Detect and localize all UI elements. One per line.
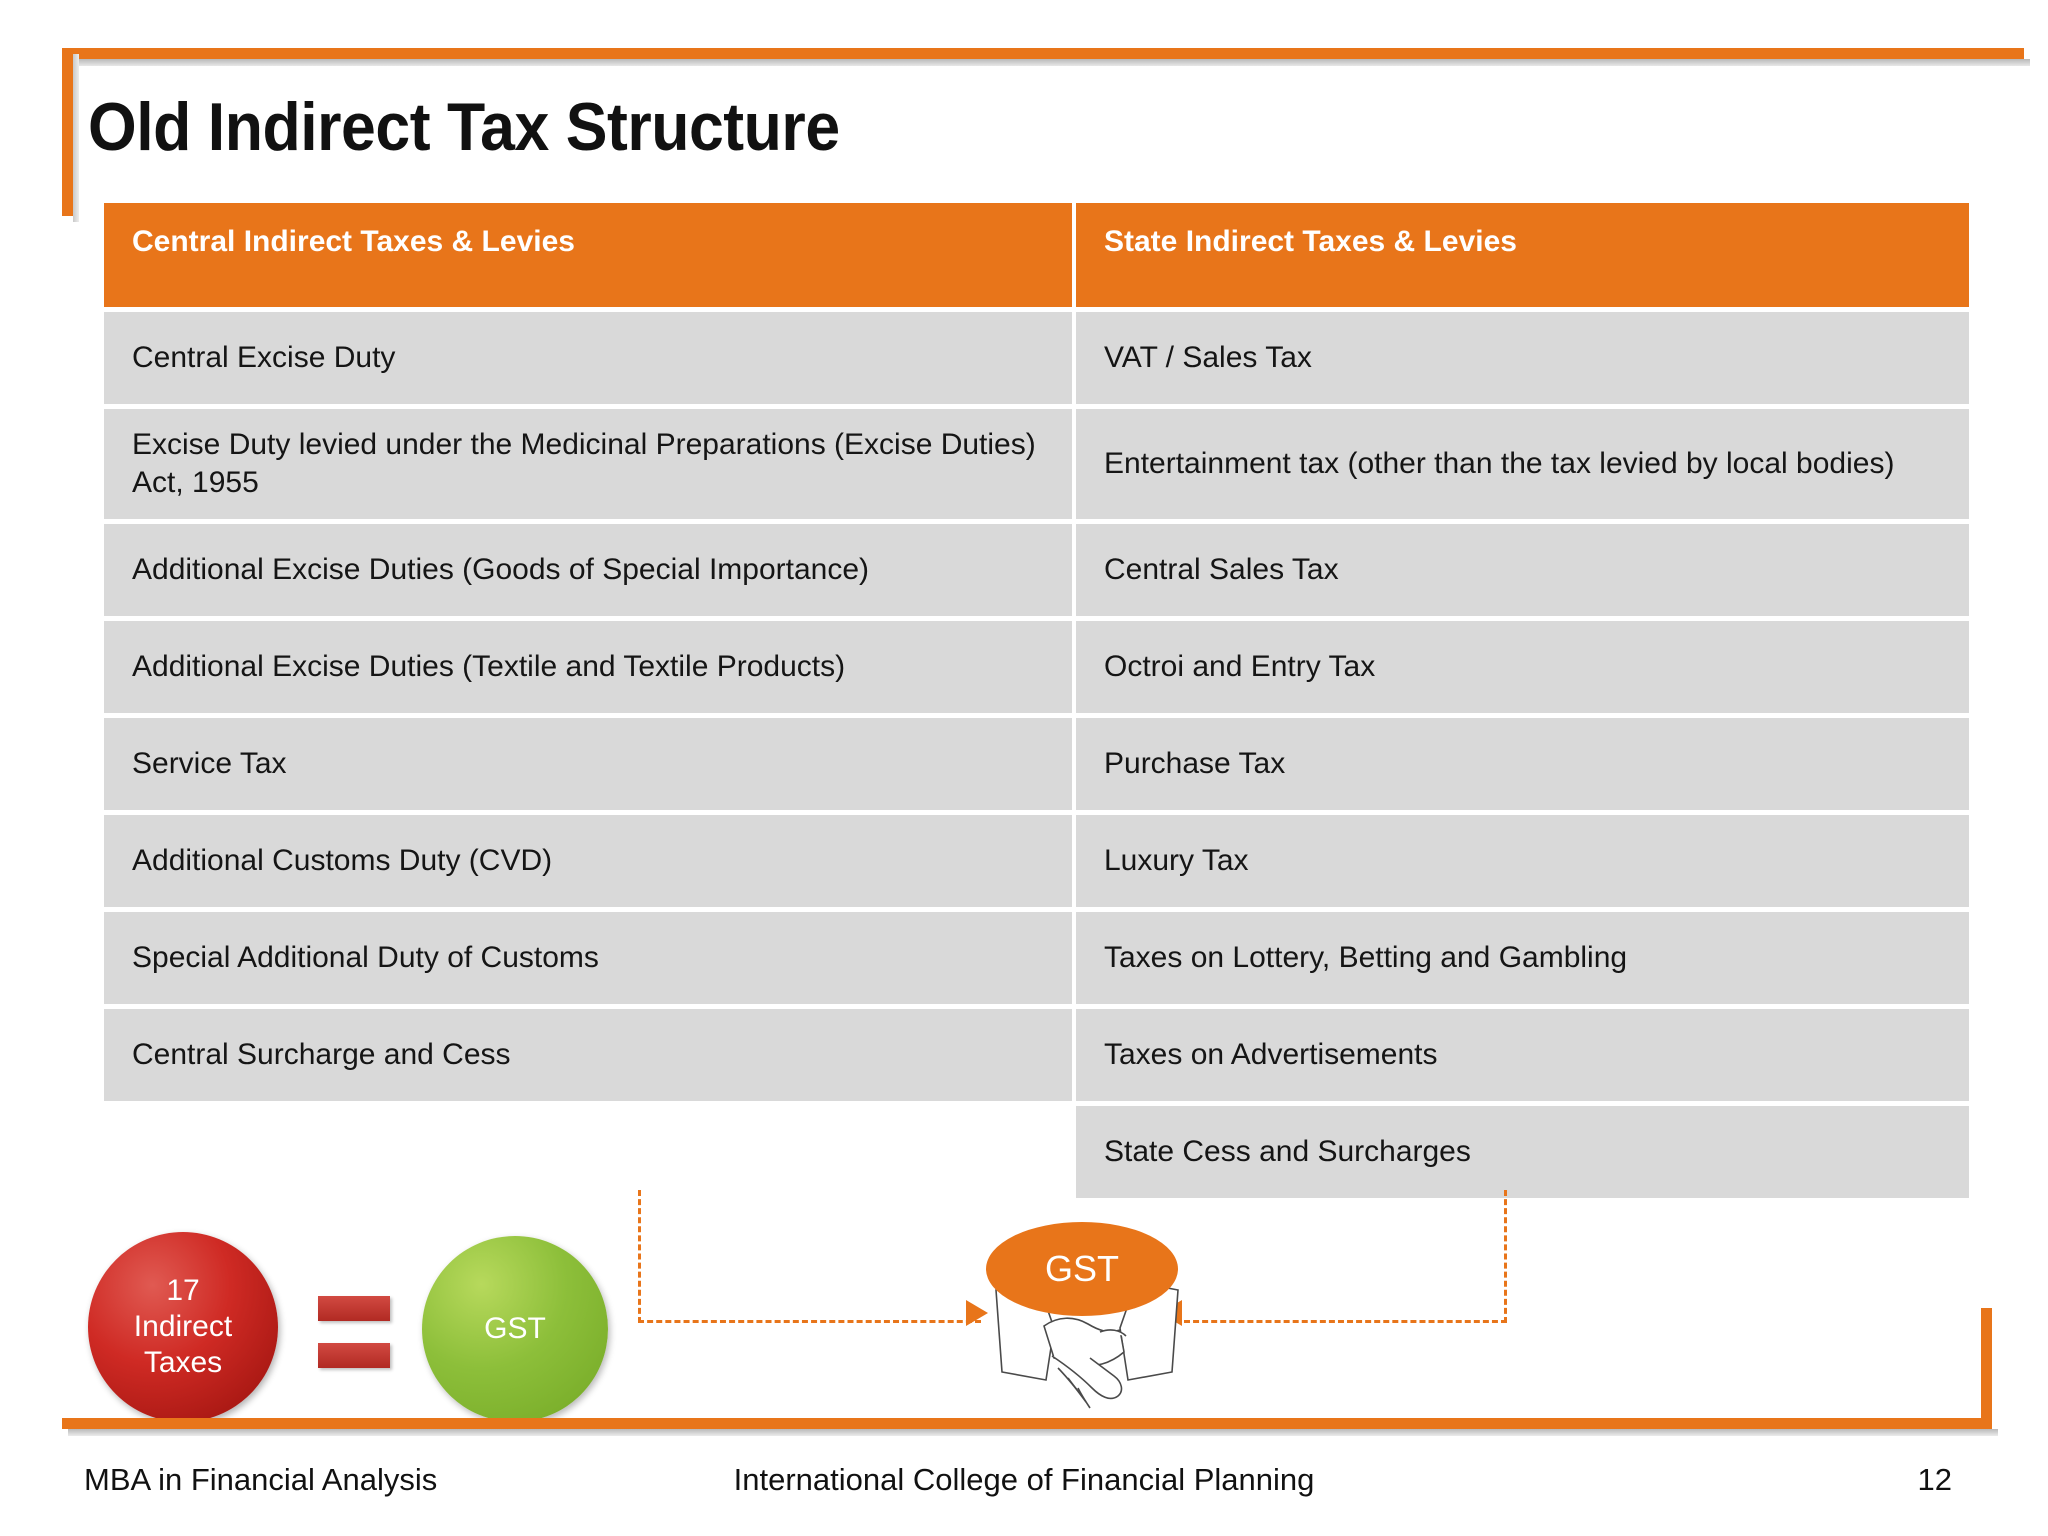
right-orange-accent: [1981, 1308, 1992, 1429]
equals-bar-bottom: [318, 1343, 390, 1368]
cell-central-6: Special Additional Duty of Customs: [104, 912, 1072, 1004]
bottom-bar-shadow: [68, 1429, 1998, 1436]
tax-comparison-table: Central Indirect Taxes & Levies State In…: [104, 203, 1969, 1203]
dashed-connector-left: [638, 1190, 981, 1323]
footer-page-number: 12: [1917, 1462, 1952, 1497]
gst-ellipse-badge: GST: [986, 1222, 1178, 1316]
table-row: Excise Duty levied under the Medicinal P…: [104, 409, 1969, 519]
column-header-central: Central Indirect Taxes & Levies: [104, 203, 1072, 307]
cell-central-1: Excise Duty levied under the Medicinal P…: [104, 409, 1072, 519]
table-row: State Cess and Surcharges: [104, 1106, 1969, 1198]
cell-state-3: Octroi and Entry Tax: [1076, 621, 1969, 713]
bottom-orange-bar: [62, 1418, 1992, 1429]
cell-state-7: Taxes on Advertisements: [1076, 1009, 1969, 1101]
left-accent-shadow: [73, 54, 79, 222]
red-circle-line-2: Indirect: [133, 1310, 233, 1343]
cell-central-3: Additional Excise Duties (Textile and Te…: [104, 621, 1072, 713]
top-bar-shadow: [68, 59, 2030, 66]
page-title: Old Indirect Tax Structure: [88, 89, 840, 165]
gst-ellipse-label: GST: [1044, 1248, 1119, 1289]
table-header-row: Central Indirect Taxes & Levies State In…: [104, 203, 1969, 307]
table-row: Additional Excise Duties (Textile and Te…: [104, 621, 1969, 713]
red-circle-17-indirect-taxes: 17 Indirect Taxes: [88, 1232, 278, 1422]
left-orange-accent: [62, 48, 73, 216]
cell-state-4: Purchase Tax: [1076, 718, 1969, 810]
table-row: Central Excise Duty VAT / Sales Tax: [104, 312, 1969, 404]
cell-state-6: Taxes on Lottery, Betting and Gambling: [1076, 912, 1969, 1004]
footer-left-text: MBA in Financial Analysis: [84, 1462, 438, 1497]
cell-state-0: VAT / Sales Tax: [1076, 312, 1969, 404]
table-row: Central Surcharge and Cess Taxes on Adve…: [104, 1009, 1969, 1101]
cell-state-8: State Cess and Surcharges: [1076, 1106, 1969, 1198]
equals-icon: [318, 1296, 390, 1374]
cell-central-2: Additional Excise Duties (Goods of Speci…: [104, 524, 1072, 616]
table-row: Additional Customs Duty (CVD) Luxury Tax: [104, 815, 1969, 907]
handshake-icon: [995, 1281, 1179, 1409]
cell-central-0: Central Excise Duty: [104, 312, 1072, 404]
cell-state-5: Luxury Tax: [1076, 815, 1969, 907]
arrow-right-icon: [966, 1300, 988, 1326]
table-row: Service Tax Purchase Tax: [104, 718, 1969, 810]
cell-central-7: Central Surcharge and Cess: [104, 1009, 1072, 1101]
cell-central-5: Additional Customs Duty (CVD): [104, 815, 1072, 907]
equals-bar-top: [318, 1296, 390, 1321]
cell-central-8-empty: [104, 1106, 1072, 1198]
cell-state-1: Entertainment tax (other than the tax le…: [1076, 409, 1969, 519]
table-row: Special Additional Duty of Customs Taxes…: [104, 912, 1969, 1004]
column-header-state: State Indirect Taxes & Levies: [1076, 203, 1969, 307]
top-orange-bar: [62, 48, 2024, 59]
green-circle-gst: GST: [422, 1236, 608, 1422]
green-circle-label: GST: [484, 1312, 546, 1345]
red-circle-line-1: 17: [166, 1274, 200, 1307]
footer-center-text: International College of Financial Plann…: [733, 1462, 1315, 1497]
gst-illustration: 17 Indirect Taxes GST GST: [0, 1190, 2048, 1450]
red-circle-line-3: Taxes: [143, 1346, 223, 1379]
table-row: Additional Excise Duties (Goods of Speci…: [104, 524, 1969, 616]
dashed-connector-right: [1184, 1190, 1507, 1323]
cell-central-4: Service Tax: [104, 718, 1072, 810]
cell-state-2: Central Sales Tax: [1076, 524, 1969, 616]
